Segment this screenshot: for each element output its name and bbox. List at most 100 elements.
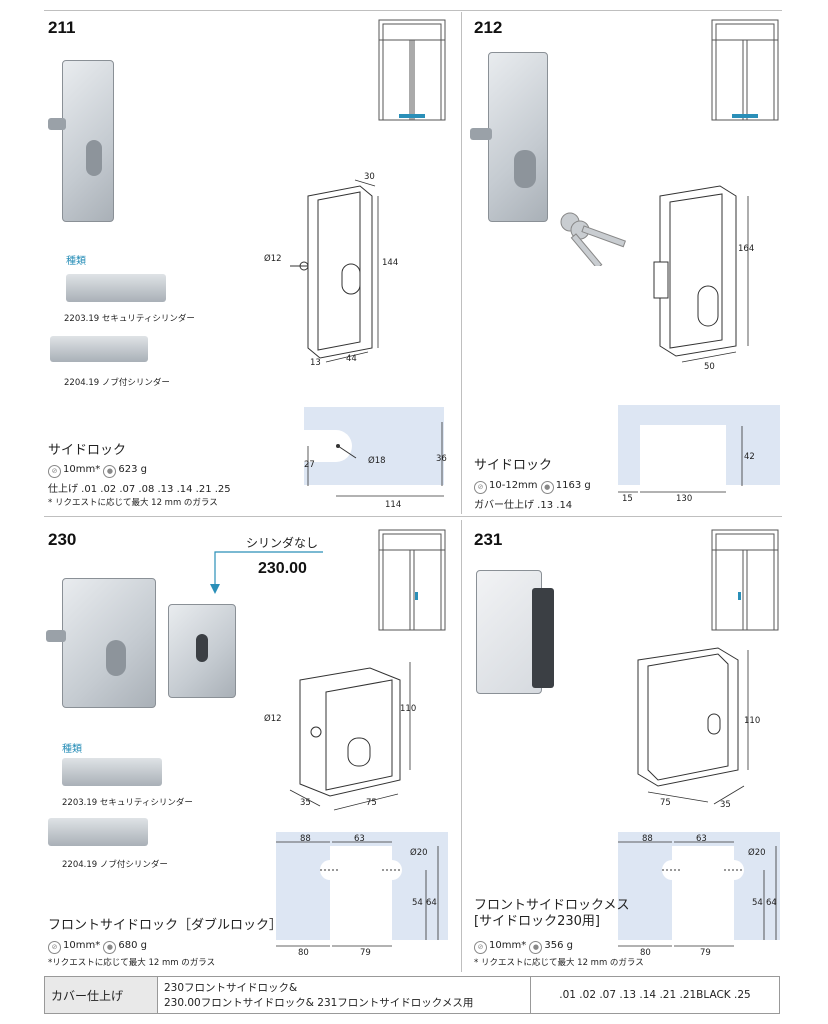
dim-63: 63 [354,834,365,844]
cutout-notch-212 [640,425,726,487]
dim-36: 36 [436,454,447,464]
dim-79: 79 [700,948,711,958]
knob-icon [48,118,66,130]
arrow-icon [210,551,323,594]
dim-13: 13 [310,358,321,368]
weight-icon: ● [529,941,543,954]
cylinder-2-label: 2204.19 ノブ付シリンダー [62,860,168,870]
line-drawing-231 [637,647,749,805]
cutout-diagram-231 [618,841,777,947]
cylinder-2-label: 2204.19 ノブ付シリンダー [64,378,170,388]
product-name-231: フロントサイドロックメス [474,898,630,913]
cylinder-icon [86,140,102,176]
note-231: * リクエストに応じて最大 12 mm のガラス [474,958,644,968]
dim-130: 130 [676,494,693,504]
cutout-diagram-211 [304,422,444,497]
knob-cylinder-image [50,336,148,362]
dim-80: 80 [298,948,309,958]
note-230: *リクエストに応じて最大 12 mm のガラス [48,958,216,968]
dim-30: 30 [364,172,375,182]
product-photo-231 [476,570,542,694]
glass-thickness-icon: ⊘ [474,481,487,494]
dim-54: 54 [752,898,763,908]
line-drawing-211 [290,179,379,363]
table-desc-line-1: 230フロントサイドロック& [164,982,298,994]
dim-18: Ø18 [368,456,386,466]
dim-75: 75 [660,798,671,808]
weight-icon: ● [103,941,117,954]
line-drawing-212 [653,185,749,363]
cylinder-1-label: 2203.19 セキュリティシリンダー [62,798,193,808]
dim-80: 80 [640,948,651,958]
weight-icon: ● [540,481,554,494]
divider-bottom [461,520,462,972]
glass-thickness-icon: ⊘ [474,941,487,954]
dim-44: 44 [346,354,357,364]
keys-icon [560,212,626,266]
dim-88: 88 [642,834,653,844]
types-label: 種類 [66,256,86,267]
product-name-230: フロントサイドロック［ダブルロック］ [48,918,283,933]
spec-212: ⊘10-12mm ●1163 g [474,480,591,494]
cylinder-icon [106,640,126,676]
table-finishes-cell: .01 .02 .07 .13 .14 .21 .21BLACK .25 [530,976,780,1014]
product-name-211: サイドロック [48,443,127,458]
keyhole-icon [196,634,208,662]
note-211: * リクエストに応じて最大 12 mm のガラス [48,498,218,508]
dim-64: 64 [426,898,437,908]
knob-icon [46,630,66,642]
dim-110: 110 [744,716,761,726]
product-number-231: 231 [474,530,503,549]
cylinder-1-label: 2203.19 セキュリティシリンダー [64,314,195,324]
product-number-212: 212 [474,18,503,37]
table-desc-cell: 230フロントサイドロック& 230.00フロントサイドロック& 231フロント… [157,976,531,1014]
cutout-diagram-212 [618,426,743,493]
dim-35: 35 [300,798,311,808]
door-elevation-icon [378,529,446,631]
product-number-230-00: 230.00 [258,560,307,577]
gasket-image [532,588,554,688]
spec-231: ⊘10mm* ●356 g [474,940,573,954]
dim-20: Ø20 [410,848,428,858]
dim-79: 79 [360,948,371,958]
finish-211: 仕上げ .01 .02 .07 .08 .13 .14 .21 .25 [48,484,231,495]
weight-icon: ● [103,465,117,478]
finish-212: ガバー仕上げ .13 .14 [474,500,573,511]
knob-icon [470,128,492,140]
dim-144: 144 [382,258,399,268]
dim-63: 63 [696,834,707,844]
table-header-cell: カバー仕上げ [44,976,158,1014]
glass-thickness-icon: ⊘ [48,465,61,478]
glass-thickness-icon: ⊘ [48,941,61,954]
dim-50: 50 [704,362,715,372]
top-rule [44,10,782,11]
spec-211: ⊘10mm* ●623 g [48,464,147,478]
product-subname-231: [サイドロック230用] [474,914,600,929]
dim-164: 164 [738,244,755,254]
dim-12: Ø12 [264,254,282,264]
no-cylinder-label: シリンダなし [246,536,319,550]
security-cylinder-image [62,758,162,786]
dim-35: 35 [720,800,731,810]
cutout-diagram-230 [276,841,439,947]
door-elevation-icon [711,19,779,121]
divider-top [461,12,462,514]
product-number-211: 211 [48,18,76,37]
dim-54: 54 [412,898,423,908]
door-elevation-icon [378,19,446,121]
dim-15: 15 [622,494,633,504]
dim-88: 88 [300,834,311,844]
dim-64: 64 [766,898,777,908]
table-row: カバー仕上げ 230フロントサイドロック& 230.00フロントサイドロック& … [44,976,780,1014]
knob-cylinder-image [48,818,148,846]
dim-12: Ø12 [264,714,282,724]
types-label: 種類 [62,744,82,755]
cylinder-icon [514,150,536,188]
product-name-212: サイドロック [474,458,553,473]
dim-27: 27 [304,460,315,470]
dim-114: 114 [385,500,402,510]
table-desc-line-2: 230.00フロントサイドロック& 231フロントサイドロックメス用 [164,997,474,1009]
dim-42: 42 [744,452,755,462]
line-drawing-230 [289,662,411,811]
product-number-230: 230 [48,530,77,549]
